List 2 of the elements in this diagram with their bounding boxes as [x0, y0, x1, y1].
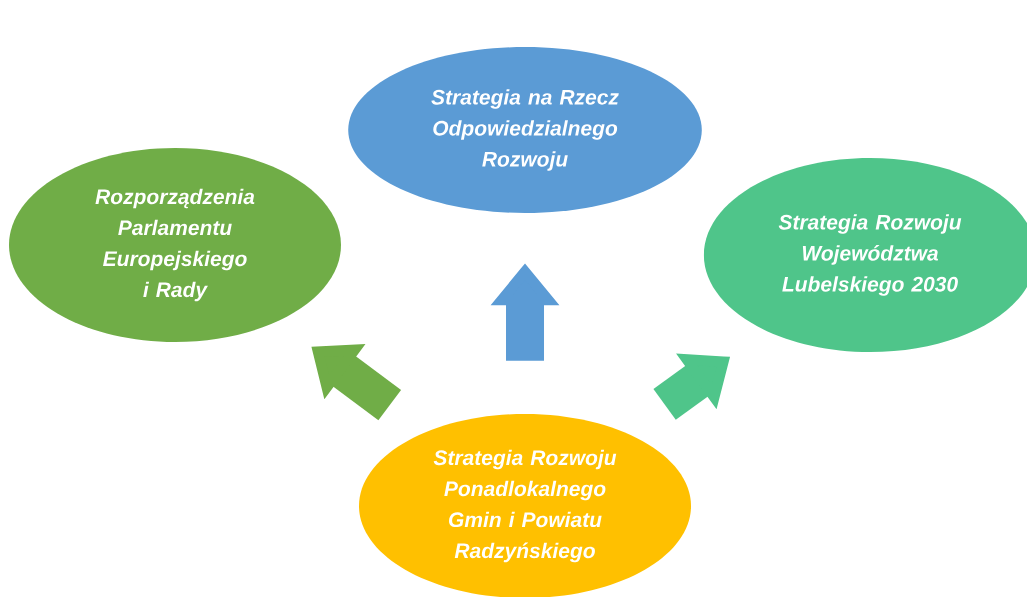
ellipse-node: Strategia na Rzecz Odpowiedzialnego Rozwoju: [348, 47, 702, 213]
ellipse-node: Rozporządzenia Parlamentu Europejskiego i Rady: [9, 148, 341, 342]
